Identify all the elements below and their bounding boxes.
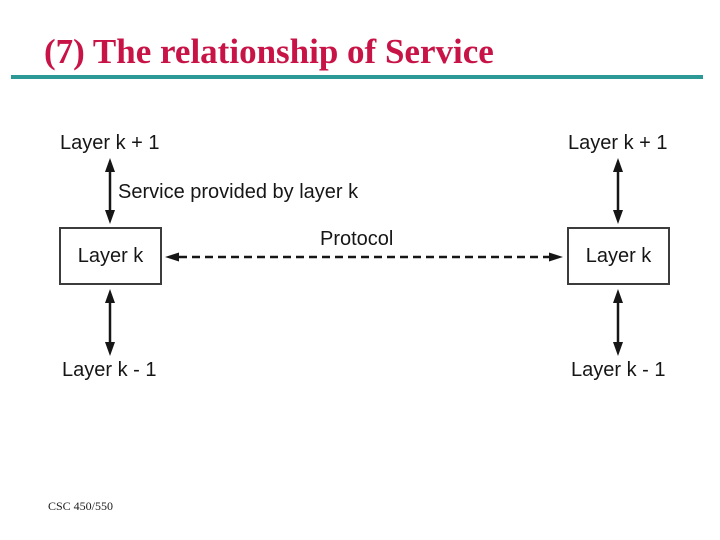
page-title: (7) The relationship of Service [44, 32, 494, 71]
layer-k-box-left-label: Layer k [77, 244, 144, 267]
layer-k-minus-1-label-right: Layer k - 1 [571, 359, 666, 381]
layer-k-plus-1-label-left: Layer k + 1 [60, 132, 160, 154]
double-arrow-vertical-left-top [105, 158, 115, 224]
double-arrow-vertical-right-bottom [613, 289, 623, 356]
double-arrow-vertical-left-bottom [105, 289, 115, 356]
layer-k-minus-1-label-left: Layer k - 1 [62, 359, 157, 381]
layer-k-box-right-label: Layer k [585, 244, 652, 267]
service-provided-label: Service provided by layer k [118, 181, 359, 203]
protocol-label: Protocol [320, 228, 394, 250]
double-arrow-vertical-right-top [613, 158, 623, 224]
layer-k-box-right: Layer k [567, 227, 670, 285]
protocol-dashed-double-arrow [165, 252, 563, 262]
course-footer: CSC 450/550 [48, 499, 114, 513]
title-underline-rule [11, 75, 703, 79]
layer-k-box-left: Layer k [59, 227, 162, 285]
layer-k-plus-1-label-right: Layer k + 1 [568, 132, 668, 154]
